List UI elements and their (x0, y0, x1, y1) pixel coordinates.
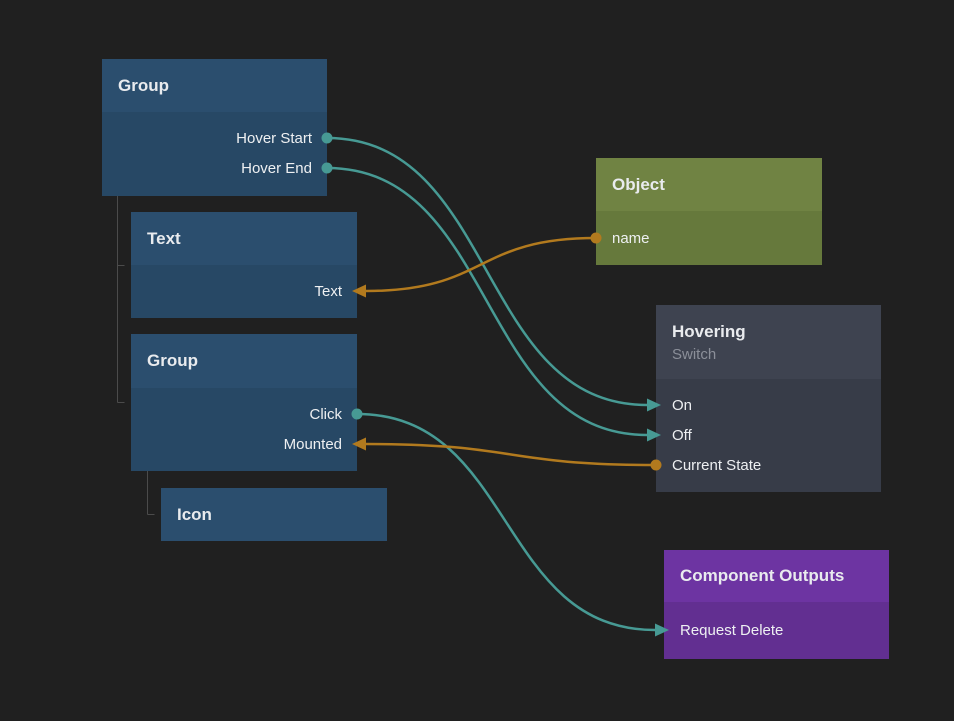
port-label: name (612, 229, 650, 247)
port-hover-start: Hover Start (102, 123, 327, 153)
wire-name-to-text[interactable] (365, 236, 597, 293)
port-label: Click (309, 405, 343, 423)
port-label: Request Delete (680, 621, 784, 639)
wire-click-to-request-delete[interactable] (356, 412, 656, 632)
node-body: Text (131, 265, 357, 318)
wire-current-state-to-mounted[interactable] (365, 442, 657, 467)
port-name: name (596, 223, 822, 253)
node-title: Icon (177, 504, 212, 524)
port-request-delete: Request Delete (664, 615, 889, 645)
hierarchy-connector (147, 471, 155, 515)
port-label: Hover Start (236, 129, 312, 147)
node-header[interactable]: Group (102, 59, 327, 112)
node-object[interactable]: Object name (596, 158, 822, 265)
port-hover-end: Hover End (102, 153, 327, 183)
port-label: Off (672, 426, 692, 444)
node-icon[interactable]: Icon (161, 488, 387, 541)
hierarchy-connector (117, 196, 125, 403)
node-title: Hovering (672, 321, 746, 341)
port-off: Off (656, 420, 881, 450)
port-text: Text (131, 276, 357, 306)
node-title: Component Outputs (680, 566, 845, 585)
node-body: name (596, 211, 822, 265)
port-label: Current State (672, 456, 762, 474)
port-mounted: Mounted (131, 429, 357, 459)
port-on: On (656, 390, 881, 420)
port-current-state: Current State (656, 450, 881, 480)
node-title: Group (118, 75, 169, 95)
port-label: Text (314, 282, 342, 300)
node-subtitle: Switch (672, 345, 717, 363)
node-body: Request Delete (664, 602, 889, 659)
node-header[interactable]: Text (131, 212, 357, 265)
port-click: Click (131, 399, 357, 429)
node-header[interactable]: Icon (161, 488, 387, 541)
node-title: Text (147, 228, 181, 248)
node-header[interactable]: Group (131, 334, 357, 388)
node-title: Group (147, 351, 198, 370)
node-title: Object (612, 174, 665, 194)
port-label: Hover End (241, 159, 312, 177)
node-header[interactable]: Object (596, 158, 822, 211)
node-header[interactable]: Component Outputs (664, 550, 889, 602)
port-label: Mounted (283, 435, 342, 453)
port-label: On (672, 396, 693, 414)
